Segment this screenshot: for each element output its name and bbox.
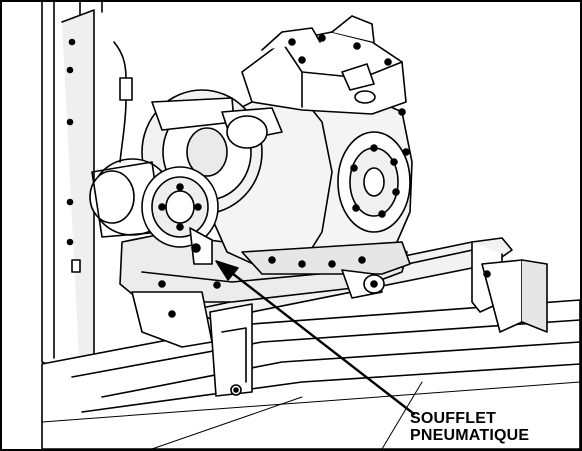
air-bellows	[141, 166, 219, 265]
callout-line-2: PNEUMATIQUE	[410, 427, 530, 444]
frame-rail-left	[41, 2, 103, 379]
leader-arrow	[215, 260, 416, 416]
wire-connector	[113, 41, 133, 163]
callout-label: SOUFFLET PNEUMATIQUE	[410, 410, 529, 444]
callout-line-1: SOUFFLET	[410, 410, 497, 427]
shaft-link	[341, 269, 385, 299]
cylinder-head	[241, 15, 407, 115]
